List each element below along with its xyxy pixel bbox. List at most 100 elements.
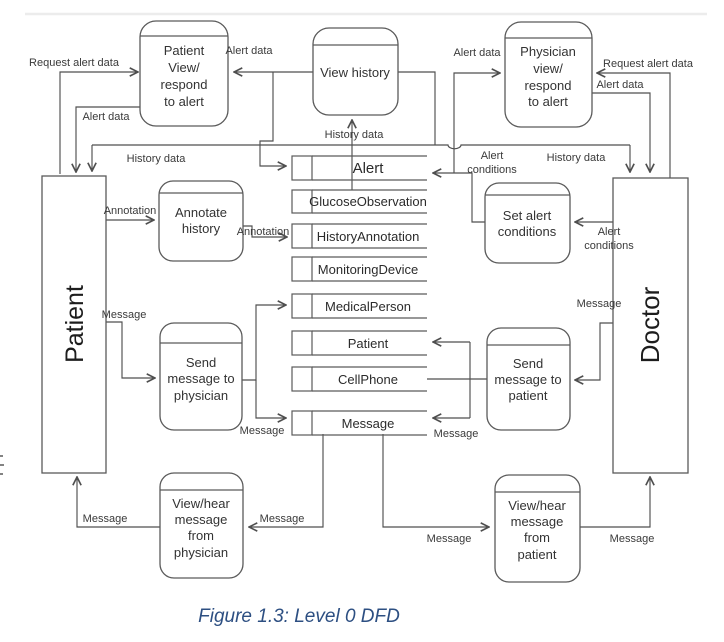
- flow-message-into-patient: [77, 477, 160, 528]
- datastore-label: MedicalPerson: [325, 299, 411, 314]
- datastore-medicalperson: MedicalPerson: [291, 293, 427, 319]
- process-label: to alert: [164, 94, 204, 109]
- flow-message-patient-out: [106, 321, 155, 378]
- process-label: message to: [494, 372, 561, 387]
- flow-alert-conditions-into-store: [433, 173, 485, 223]
- flow-label: Message: [434, 428, 479, 440]
- flow-label: Request alert data: [29, 57, 120, 69]
- process-patient-view-respond: Patient View/ respond to alert: [139, 20, 229, 127]
- flow-label: Message: [610, 533, 655, 545]
- process-send-message-to-physician: Send message to physician: [159, 322, 243, 431]
- datastore-label: MonitoringDevice: [318, 262, 418, 277]
- flow-annotation-out: [243, 225, 287, 237]
- flow-request-alert-data-right: [597, 73, 671, 178]
- datastore-patient: Patient: [291, 330, 427, 356]
- process-label: Set alert: [503, 208, 552, 223]
- flow-label: conditions: [467, 164, 517, 176]
- entity-doctor-label: Doctor: [635, 286, 665, 363]
- process-physician-view-respond: Physician view/ respond to alert: [504, 21, 593, 128]
- flow-label: Alert data: [596, 79, 644, 91]
- datastore-glucoseobservation: GlucoseObservation: [291, 189, 427, 214]
- datastore-monitoringdevice: MonitoringDevice: [291, 256, 427, 282]
- process-label: View/hear: [508, 498, 566, 513]
- flow-labels: Request alert data Alert data Alert data…: [29, 45, 694, 545]
- flow-message-doctor-out: [575, 322, 613, 380]
- process-label: view/: [533, 61, 563, 76]
- process-label: View history: [320, 65, 390, 80]
- process-send-message-to-patient: Send message to patient: [486, 327, 571, 431]
- datastore-historyannotation: HistoryAnnotation: [291, 223, 427, 249]
- process-label: Send: [186, 355, 216, 370]
- flow-to-medicalperson-store: [242, 305, 286, 381]
- process-label: View/hear: [172, 496, 230, 511]
- datastore-label: CellPhone: [338, 372, 398, 387]
- datastore-cellphone: CellPhone: [291, 366, 427, 392]
- flow-label: Annotation: [104, 205, 157, 217]
- process-label: patient: [517, 547, 556, 562]
- process-label: message to: [167, 371, 234, 386]
- entity-patient: Patient: [41, 175, 107, 474]
- process-label: respond: [161, 77, 208, 92]
- process-label: respond: [525, 78, 572, 93]
- process-view-hear-message-from-patient: View/hear message from patient: [494, 474, 581, 583]
- flow-label: History data: [325, 129, 385, 141]
- process-label: View/: [168, 60, 200, 75]
- flow-label: Message: [427, 533, 472, 545]
- flow-label: Message: [240, 425, 285, 437]
- flow-alert-store-link-left: [259, 72, 286, 166]
- left-edge-artifact: [0, 455, 4, 475]
- datastore-label: Alert: [353, 160, 385, 177]
- flow-label: Message: [260, 513, 305, 525]
- process-annotate-history: Annotate history: [158, 180, 244, 262]
- flow-label: Message: [577, 298, 622, 310]
- flow-label: Message: [102, 309, 147, 321]
- process-label: conditions: [498, 224, 557, 239]
- process-label: patient: [508, 388, 547, 403]
- datastore-label: Message: [342, 416, 395, 431]
- datastore-alert: Alert: [291, 155, 427, 181]
- datastore-message: Message: [291, 410, 427, 436]
- flow-label: Alert data: [82, 111, 130, 123]
- process-label: from: [524, 530, 550, 545]
- process-label: message: [511, 514, 564, 529]
- flow-label: conditions: [584, 240, 634, 252]
- process-label: physician: [174, 545, 228, 560]
- process-label: Patient: [164, 43, 205, 58]
- flow-label: Message: [83, 513, 128, 525]
- flow-label: Alert data: [453, 47, 501, 59]
- flow-to-message-store-left: [255, 380, 286, 418]
- figure-caption: Figure 1.3: Level 0 DFD: [198, 606, 400, 627]
- process-label: to alert: [528, 94, 568, 109]
- flow-label: Alert: [598, 226, 621, 238]
- process-label: Send: [513, 356, 543, 371]
- flow-message-into-doctor: [578, 477, 650, 528]
- flow-label: History data: [127, 153, 187, 165]
- process-label: Annotate: [175, 205, 227, 220]
- process-set-alert-conditions: Set alert conditions: [484, 182, 571, 264]
- flow-request-alert-data-left: [59, 72, 138, 174]
- flow-message-to-view-patient: [382, 434, 489, 527]
- process-label: physician: [174, 388, 228, 403]
- datastore-label: Patient: [348, 336, 389, 351]
- datastore-label: GlucoseObservation: [309, 194, 427, 209]
- data-flows: [59, 71, 671, 528]
- entity-patient-label: Patient: [61, 285, 89, 363]
- process-label: from: [188, 528, 214, 543]
- entity-doctor: Doctor: [612, 177, 689, 474]
- flow-label: Alert data: [225, 45, 273, 57]
- flow-alert-data-to-patient: [76, 106, 140, 172]
- flow-message-to-view-physician: [249, 434, 324, 527]
- process-view-history: View history: [312, 27, 399, 116]
- process-label: history: [182, 221, 221, 236]
- process-label: message: [175, 512, 228, 527]
- datastore-label: HistoryAnnotation: [317, 229, 420, 244]
- process-label: Physician: [520, 44, 576, 59]
- flow-alert-data-into-doctor: [592, 92, 650, 172]
- flow-view-history-fork: [398, 71, 436, 145]
- process-view-hear-message-from-physician: View/hear message from physician: [159, 472, 244, 579]
- flow-label: Alert: [481, 150, 504, 162]
- flow-history-data-main: [92, 144, 630, 150]
- flow-label: History data: [547, 152, 607, 164]
